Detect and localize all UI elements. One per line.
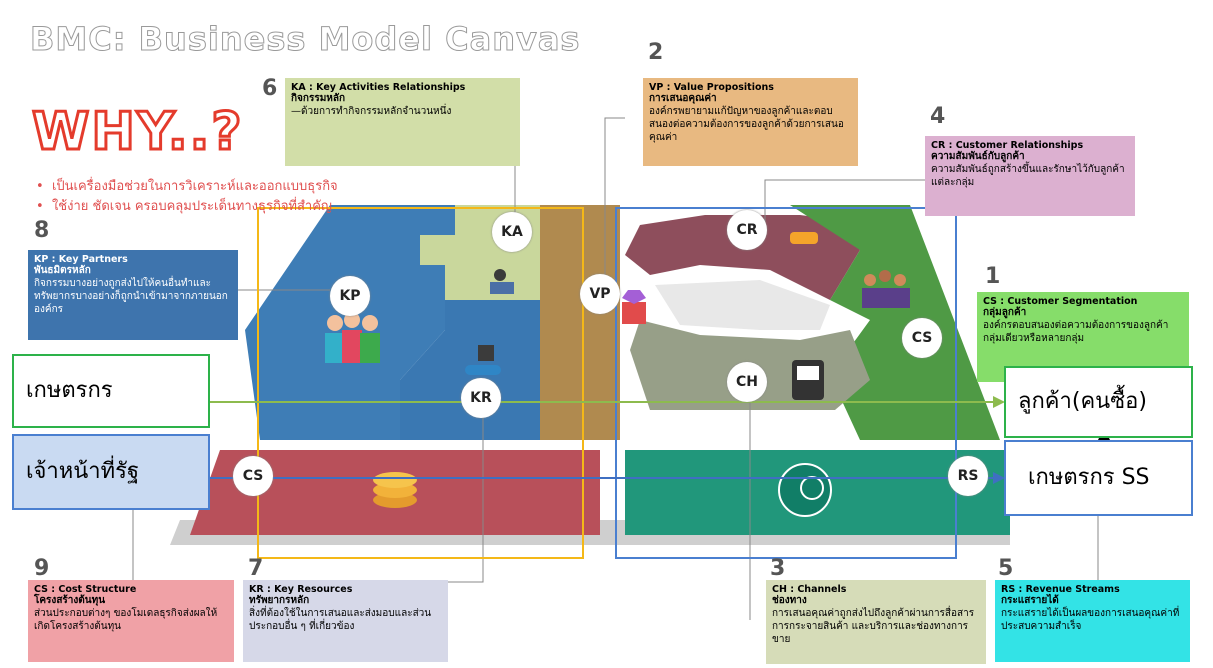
kr-hand-illustration [465,345,501,375]
ch-number: 3 [770,556,786,581]
kp-thai: พันธมิตรหลัก [34,265,91,276]
kr-thai: ทรัพยากรหลัก [249,595,310,606]
cost-coins-illustration [373,472,417,508]
ka-head: KA : Key Activities Relationships [291,82,466,93]
vp-head: VP : Value Propositions [649,82,774,93]
cost-circle: CS [233,456,273,496]
ch-desc: การเสนอคุณค่าถูกส่งไปถึงลูกค้าผ่านการสื่… [772,608,975,645]
cr-number: 4 [930,104,946,129]
cr-desc: ความสัมพันธ์ถูกสร้างขึ้นและรักษาไว้กับลู… [931,164,1125,188]
why-bullet-1-text: เป็นเครื่องมือช่วยในการวิเคราะห์และออกแบ… [51,179,338,194]
ch-thai: ช่องทาง [772,595,807,606]
officer-label-box: เจ้าหน้าที่รัฐ [12,434,210,510]
vp-circle: VP [580,274,620,314]
yellow-frame [257,207,584,559]
rs-desc: กระแสรายได้เป็นผลของการเสนอคุณค่าที่ประส… [1001,608,1180,632]
ka-box: KA : Key Activities Relationships กิจกรร… [285,78,520,166]
ka-circle: KA [492,212,532,252]
ka-desc: —ด้วยการทำกิจกรรมหลักจำนวนหนึ่ง [291,106,452,117]
cr-circle: CR [727,210,767,250]
canvas-center-bg [655,280,830,330]
cr-handshake-illustration [790,232,818,244]
ka-number: 6 [262,76,278,101]
page-title: BMC: Business Model Canvas [29,20,581,59]
vp-connector [604,117,625,278]
blue-frame [615,207,957,559]
cs-head: CS : Customer Segmentation [983,296,1138,307]
ka-thai: กิจกรรมหลัก [291,93,346,104]
why-bullet-1: • เป็นเครื่องมือช่วยในการวิเคราะห์และออก… [36,179,338,194]
kr-head: KR : Key Resources [249,584,353,595]
vp-desc: องค์กรพยายามแก้ปัญหาของลูกค้าและตอบสนองต… [649,106,844,143]
cs-crowd-illustration [862,270,910,308]
ka-people-illustration [490,269,514,294]
vp-number: 2 [648,40,664,65]
cs-number: 1 [985,264,1001,289]
rs-circle: RS [948,456,988,496]
why-heading: WHY..? [31,101,244,164]
cs-thai: กลุ่มลูกค้า [983,307,1027,318]
kr-number: 7 [248,556,264,581]
farmer-arrowhead [993,396,1005,408]
cr-connector [764,179,925,225]
rs-number: 5 [998,556,1014,581]
kp-box: KP : Key Partners พันธมิตรหลัก กิจกรรมบา… [28,250,238,340]
cost-thai: โครงสร้างต้นทุน [34,595,106,606]
vp-gift-illustration [622,290,646,324]
cost-box: CS : Cost Structure โครงสร้างต้นทุน ส่วน… [28,580,234,662]
vp-box: VP : Value Propositions การเสนอคุณค่า อง… [643,78,858,166]
kr-circle: KR [461,378,501,418]
kr-desc: สิ่งที่ต้องใช้ในการเสนอและส่งมอบและส่วนป… [249,608,432,632]
cost-head: CS : Cost Structure [34,584,137,595]
cs-desc: องค์กรตอบสนองต่อความต้องการของลูกค้ากลุ่… [983,320,1169,344]
ch-box: CH : Channels ช่องทาง การเสนอคุณค่าถูกส่… [766,580,986,664]
kp-desc: กิจกรรมบางอย่างถูกส่งไปให้คนอื่นทำและทรั… [34,278,228,315]
kr-box: KR : Key Resources ทรัพยากรหลัก สิ่งที่ต… [243,580,448,662]
kp-circle: KP [330,276,370,316]
kr-connector [440,415,484,583]
vp-region [540,205,620,440]
ch-truck-illustration [792,360,824,400]
farmer-label-box: เกษตรกร [12,354,210,428]
cr-box: CR : Customer Relationships ความสัมพันธ์… [925,136,1135,216]
why-bullet-2: • ใช้ง่าย ชัดเจน ครอบคลุมประเด็นทางธุรกิ… [36,199,333,214]
farmer-label: เกษตรกร [26,378,113,403]
cs-circle: CS [902,318,942,358]
cr-thai: ความสัมพันธ์กับลูกค้า [931,151,1025,162]
rs-head: RS : Revenue Streams [1001,584,1120,595]
vp-thai: การเสนอคุณค่า [649,93,717,104]
rs-box: RS : Revenue Streams กระแสรายได้ กระแสรา… [995,580,1190,662]
farmer-ss-label-box: เกษตรกร SS [1004,440,1193,516]
customer-label-box: ลูกค้า(คนซื้อ) [1004,366,1193,438]
kp-people-illustration [325,312,380,363]
ch-head: CH : Channels [772,584,847,595]
kp-number: 8 [34,218,50,243]
ch-circle: CH [727,362,767,402]
officer-arrowhead [993,472,1005,484]
customer-label: ลูกค้า(คนซื้อ) [1018,389,1147,414]
officer-label: เจ้าหน้าที่รัฐ [26,459,140,484]
cost-number: 9 [34,556,50,581]
kp-head: KP : Key Partners [34,254,128,265]
farmer-ss-label: เกษตรกร SS [1028,465,1150,490]
why-bullet-2-text: ใช้ง่าย ชัดเจน ครอบคลุมประเด็นทางธุรกิจท… [51,199,333,214]
cr-head: CR : Customer Relationships [931,140,1084,151]
rs-thai: กระแสรายได้ [1001,595,1059,606]
rs-money-illustration [778,463,832,517]
cost-desc: ส่วนประกอบต่างๆ ของโมเดลธุรกิจส่งผลให้เก… [34,608,218,632]
